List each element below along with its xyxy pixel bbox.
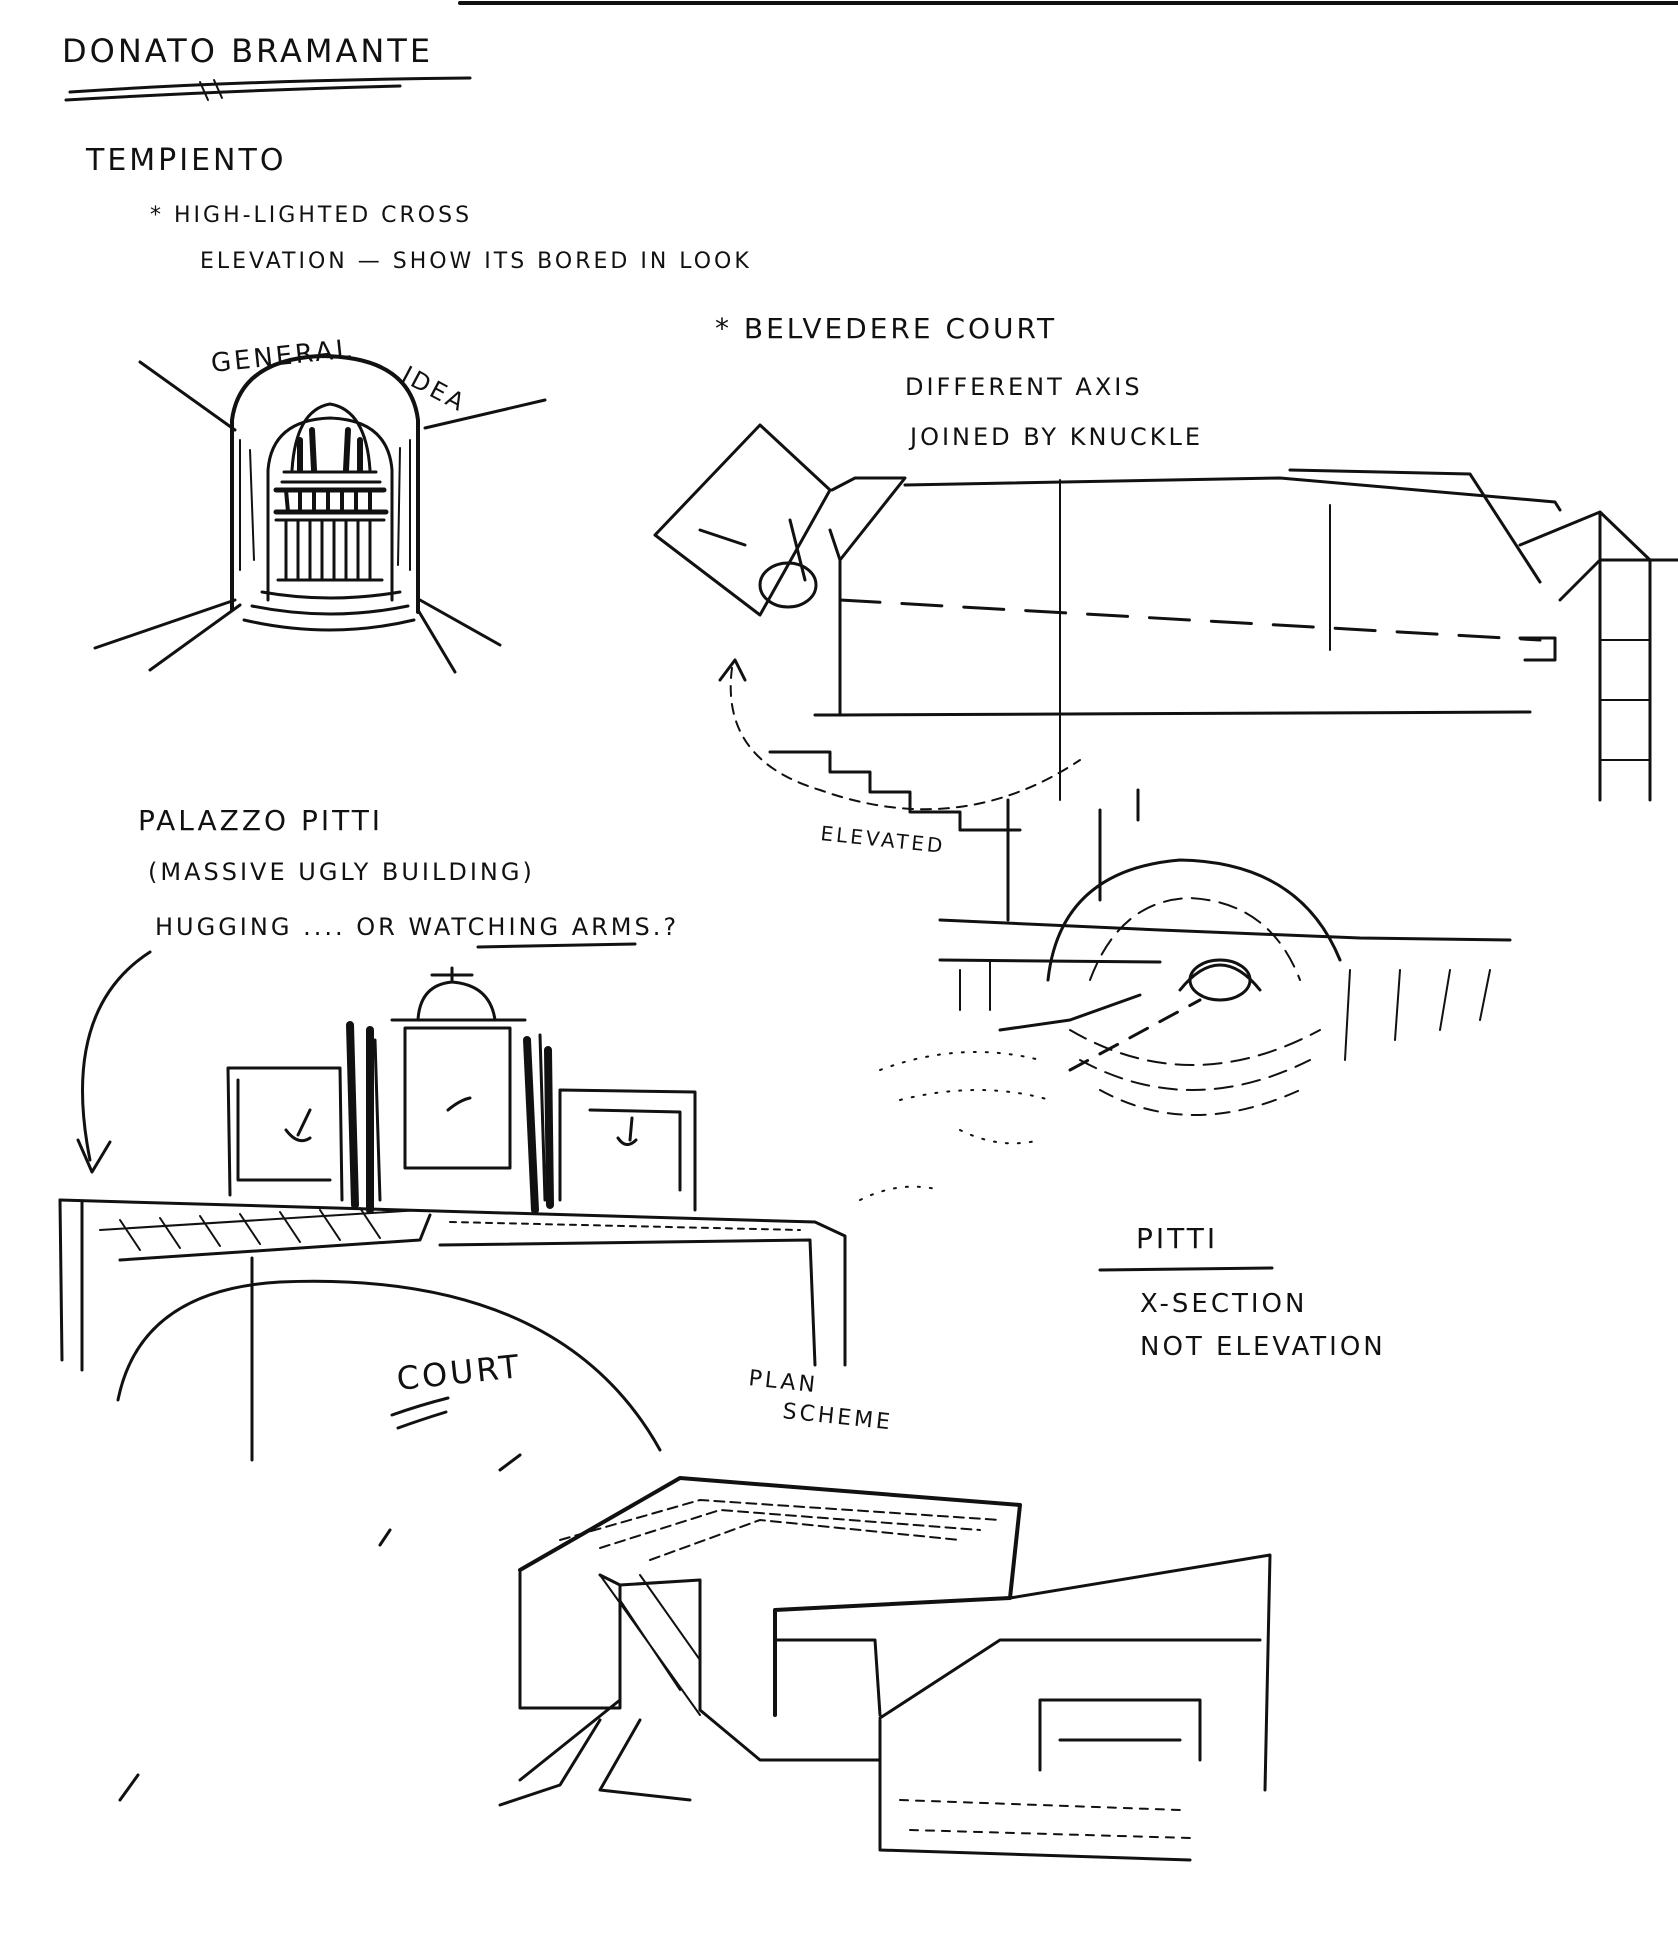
belvedere-court-sketch: ELEVATED — [653, 423, 1678, 1201]
pitti-note-1: (MASSIVE UGLY BUILDING) — [148, 858, 535, 886]
court-label: COURT — [395, 1347, 524, 1398]
elevated-label: ELEVATED — [819, 821, 946, 858]
pitti-sketch: COURT PLAN SCHEME — [58, 950, 894, 1462]
tempietto-note-2: ELEVATION — SHOW ITS BORED IN LOOK — [200, 249, 752, 274]
plan-label-1: PLAN — [747, 1366, 819, 1398]
pitti-note-2: HUGGING .... OR WATCHING ARMS.? — [155, 913, 679, 941]
tempietto-heading: TEMPIENTO — [85, 143, 286, 178]
tempietto-note-1: * HIGH-LIGHTED CROSS — [150, 203, 472, 228]
tempietto-sketch: GENERAL IDEA — [93, 334, 547, 674]
pitti-right-underline — [1098, 1266, 1274, 1272]
belvedere-note-2: JOINED BY KNUCKLE — [908, 423, 1203, 451]
page-title: DONATO BRAMANTE — [62, 32, 433, 70]
pitti-3d-sketch — [118, 1453, 1272, 1862]
pitti-right-heading: PITTI — [1136, 1222, 1218, 1255]
pitti-heading: PALAZZO PITTI — [138, 804, 383, 837]
belvedere-note-1: DIFFERENT AXIS — [905, 373, 1143, 401]
title-underline — [64, 76, 472, 102]
pitti-right-note-1: X-SECTION — [1140, 1289, 1307, 1319]
belvedere-heading: * BELVEDERE COURT — [715, 312, 1057, 345]
plan-label-2: SCHEME — [781, 1399, 894, 1435]
watching-underline — [476, 942, 637, 949]
court-underline — [390, 1396, 450, 1430]
pitti-right-note-2: NOT ELEVATION — [1140, 1332, 1386, 1362]
